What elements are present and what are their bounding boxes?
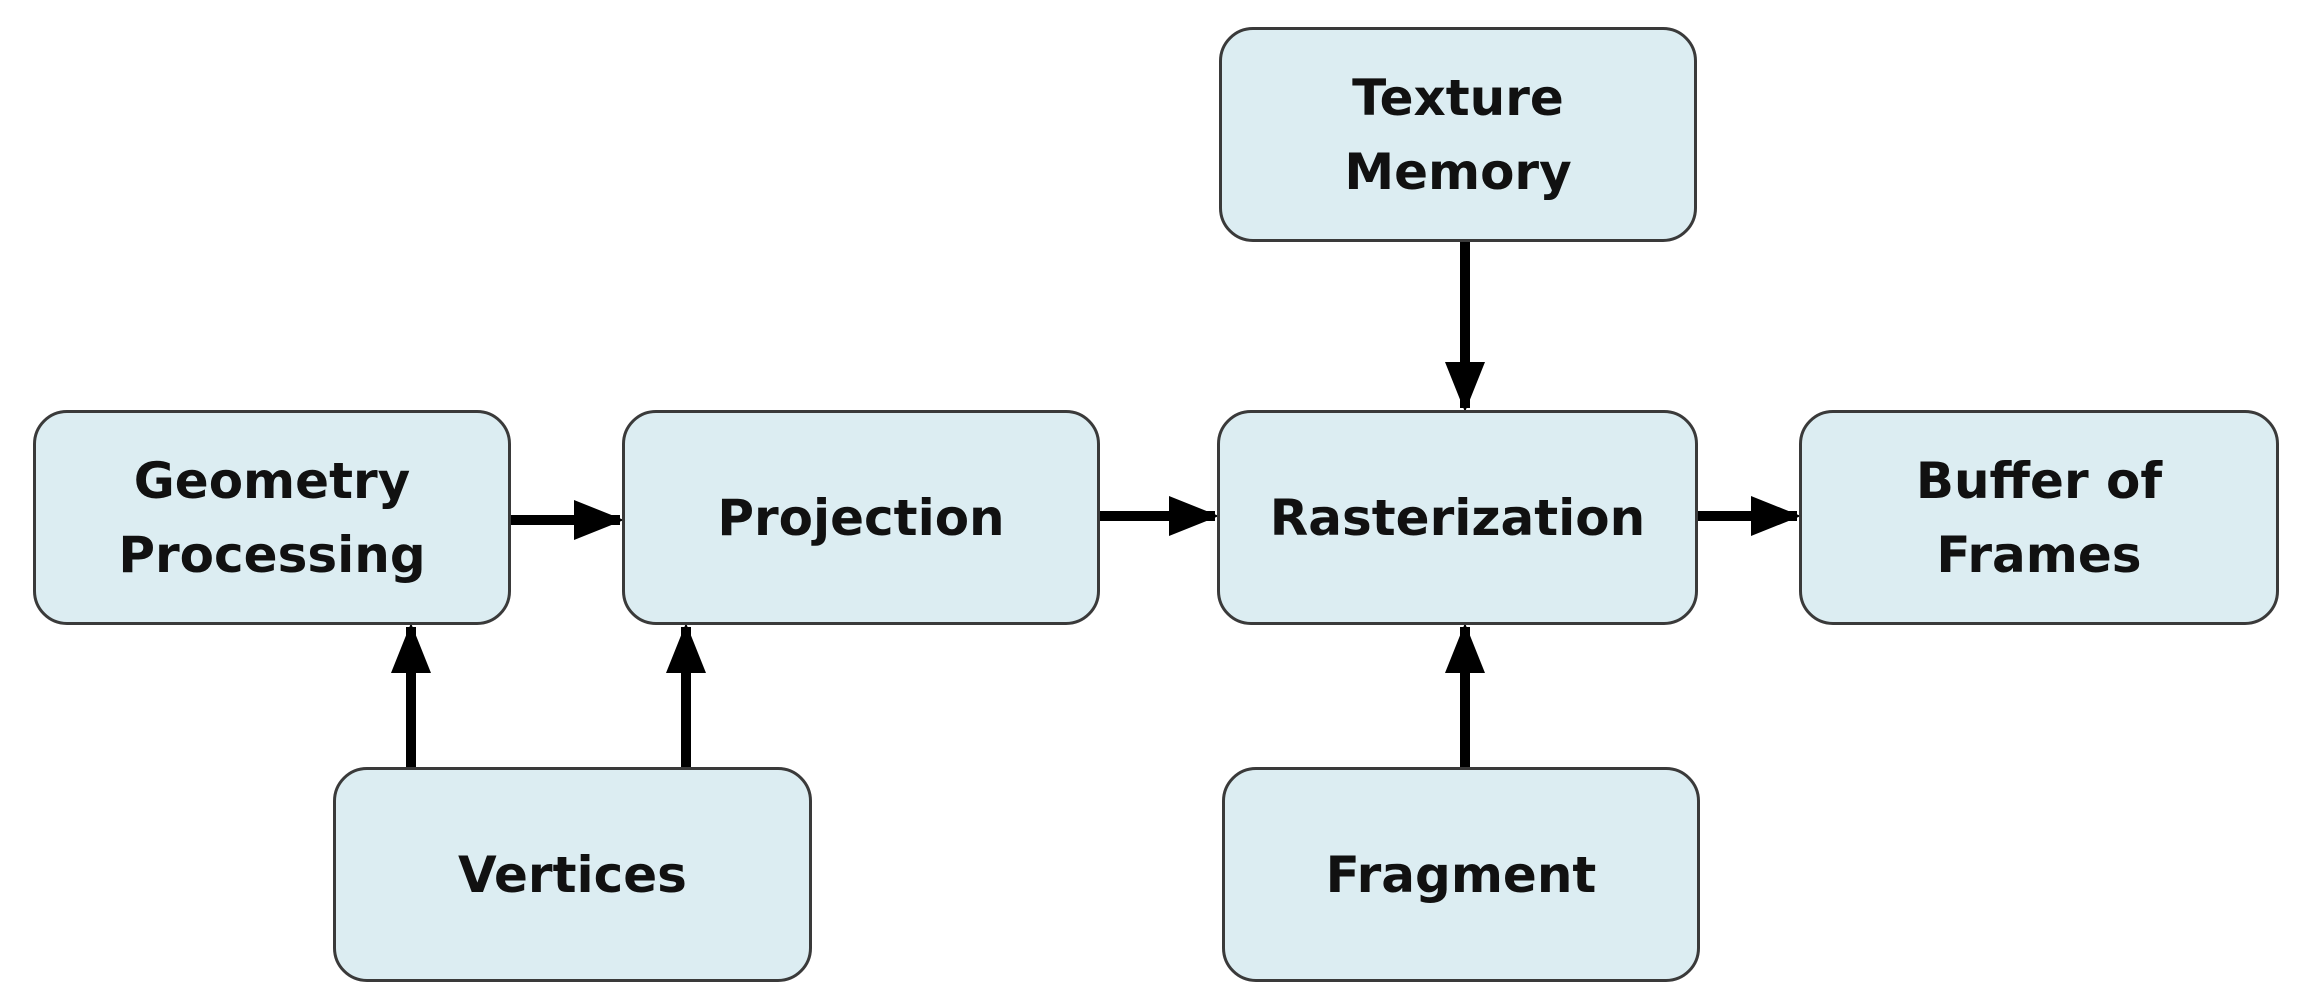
node-texture-memory: Texture Memory (1219, 27, 1697, 242)
node-projection-label: Projection (717, 488, 1005, 547)
node-rasterization-label: Rasterization (1269, 488, 1646, 547)
node-texture-memory-label-line2: Memory (1344, 142, 1572, 201)
node-fragment-label: Fragment (1325, 845, 1597, 904)
node-buffer-of-frames-label-line2: Frames (1936, 525, 2142, 584)
node-geometry-processing-label-line1: Geometry (133, 451, 411, 510)
node-projection: Projection (622, 410, 1100, 625)
node-buffer-of-frames: Buffer of Frames (1799, 410, 2279, 625)
node-texture-memory-label-line1: Texture (1352, 68, 1564, 127)
node-vertices: Vertices (333, 767, 812, 982)
node-geometry-processing-label-line2: Processing (118, 525, 426, 584)
node-buffer-of-frames-label-line1: Buffer of (1915, 451, 2163, 510)
node-fragment: Fragment (1222, 767, 1700, 982)
node-vertices-label: Vertices (458, 845, 687, 904)
node-geometry-processing: Geometry Processing (33, 410, 511, 625)
node-rasterization: Rasterization (1217, 410, 1698, 625)
